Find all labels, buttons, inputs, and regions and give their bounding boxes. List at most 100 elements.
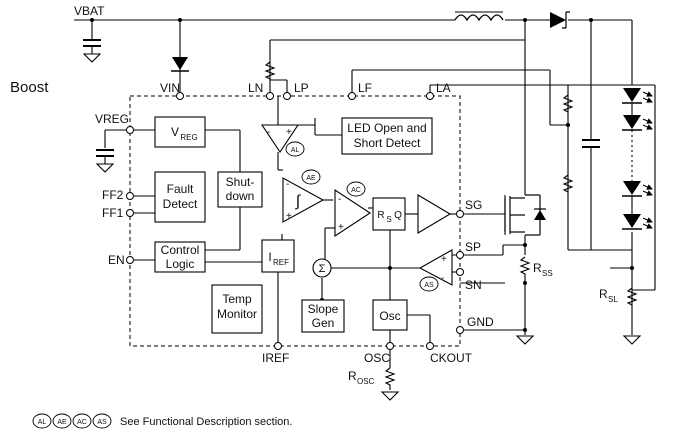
tag-al xyxy=(285,141,305,157)
iref-block-sub: REF xyxy=(273,258,289,267)
svg-text:AC: AC xyxy=(351,187,361,194)
svg-text:AL: AL xyxy=(291,147,300,154)
led-icon xyxy=(622,115,642,131)
led-icon xyxy=(622,181,642,197)
rosc-resistor-icon xyxy=(384,367,396,390)
rss-resistor-icon xyxy=(519,256,531,283)
led-string xyxy=(622,88,653,230)
ground-icon xyxy=(82,53,102,63)
integrator-symbol: ∫ xyxy=(295,193,302,210)
tag-ac xyxy=(346,181,366,197)
ground-icon xyxy=(622,335,642,345)
legend-tag-al xyxy=(32,413,52,429)
svg-text:AE: AE xyxy=(306,175,316,182)
ic-boundary xyxy=(129,95,461,347)
pin-ff2: FF2 xyxy=(102,188,124,202)
rosc-sub: OSC xyxy=(357,377,375,386)
pin-la: LA xyxy=(436,81,451,95)
ln-resistor-icon xyxy=(264,61,276,80)
pin-sp: SP xyxy=(465,240,481,254)
footnote: See Functional Description section. xyxy=(120,416,292,428)
body-diode-icon xyxy=(534,210,546,220)
rsl-label: R xyxy=(599,287,608,301)
rs-latch-block xyxy=(372,197,406,231)
pin-iref: IREF xyxy=(262,351,289,365)
rss-label: R xyxy=(533,261,542,275)
latch-r: R xyxy=(377,210,384,221)
pin-markers xyxy=(126,92,464,350)
pin-osc: OSC xyxy=(364,351,390,365)
divider-resistor-bottom-icon xyxy=(562,174,574,193)
svg-text:AS: AS xyxy=(97,419,107,426)
tag-as xyxy=(419,276,439,292)
slope-gen-block xyxy=(301,299,345,333)
ground-icon xyxy=(515,335,535,345)
svg-text:AE: AE xyxy=(57,419,67,426)
pin-en: EN xyxy=(108,253,125,267)
control-label-2: Logic xyxy=(166,257,195,271)
svg-text:-: - xyxy=(267,127,270,138)
svg-text:AL: AL xyxy=(38,419,47,426)
sum-symbol: Σ xyxy=(319,263,326,275)
fault-label: Fault xyxy=(167,182,194,196)
svg-text:+: + xyxy=(286,127,292,138)
tag-ae xyxy=(301,169,321,185)
temp-monitor-block xyxy=(211,284,263,334)
svg-text:+: + xyxy=(286,211,292,222)
svg-text:AC: AC xyxy=(77,419,87,426)
legend-tag-as xyxy=(92,413,112,429)
control-logic-block xyxy=(154,241,206,273)
pin-vbat: VBAT xyxy=(74,4,105,18)
vin-diode-icon xyxy=(172,57,188,70)
latch-q: Q xyxy=(394,210,402,221)
summing-node xyxy=(312,258,332,278)
svg-text:+: + xyxy=(441,254,447,265)
temp-label: Temp xyxy=(222,292,252,306)
ground-icon xyxy=(380,391,400,401)
svg-text:AS: AS xyxy=(424,282,434,289)
rosc-label: R xyxy=(348,369,357,383)
wiring xyxy=(74,19,656,368)
iref-block xyxy=(261,239,295,273)
vreg-label: V xyxy=(171,125,179,139)
pin-lf: LF xyxy=(358,81,372,95)
slope-label: Slope xyxy=(308,302,339,316)
shutdown-label: Shut- xyxy=(226,175,255,189)
vbat-capacitor-icon xyxy=(83,39,101,47)
gate-driver xyxy=(417,194,452,234)
led-detect-label: LED Open and xyxy=(347,121,426,135)
current-sense-amp xyxy=(418,249,453,286)
osc-block-label: Osc xyxy=(379,309,400,323)
schottky-diode-icon xyxy=(550,11,570,29)
vreg-sub: REG xyxy=(180,133,197,142)
led-icon xyxy=(622,88,642,104)
pin-sg: SG xyxy=(465,198,482,212)
pin-ff1: FF1 xyxy=(102,206,124,220)
rsl-resistor-icon xyxy=(626,287,638,306)
ground-icon xyxy=(95,163,115,173)
svg-text:-: - xyxy=(441,273,444,284)
control-label: Control xyxy=(161,243,200,257)
fault-label-2: Detect xyxy=(163,197,198,211)
integrator-amp xyxy=(282,177,325,223)
svg-text:-: - xyxy=(338,194,341,205)
rsl-sub: SL xyxy=(608,295,618,304)
osc-block xyxy=(372,299,408,331)
iref-block-label: I xyxy=(268,250,271,264)
slope-label-2: Gen xyxy=(312,316,335,330)
svg-text:+: + xyxy=(338,222,344,233)
output-capacitor-icon xyxy=(582,139,600,148)
diagram-title: Boost xyxy=(10,79,49,96)
temp-label-2: Monitor xyxy=(217,307,257,321)
al-comparator xyxy=(260,124,300,153)
pin-ckout: CKOUT xyxy=(430,351,473,365)
latch-s: S xyxy=(386,215,391,224)
vreg-capacitor-icon xyxy=(96,149,114,157)
pin-vin: VIN xyxy=(160,81,180,95)
legend-tag-ae xyxy=(52,413,72,429)
led-open-short-detect-block xyxy=(341,117,433,155)
fault-detect-block xyxy=(154,171,206,223)
rss-sub: SS xyxy=(542,269,553,278)
pin-sn: SN xyxy=(465,278,482,292)
